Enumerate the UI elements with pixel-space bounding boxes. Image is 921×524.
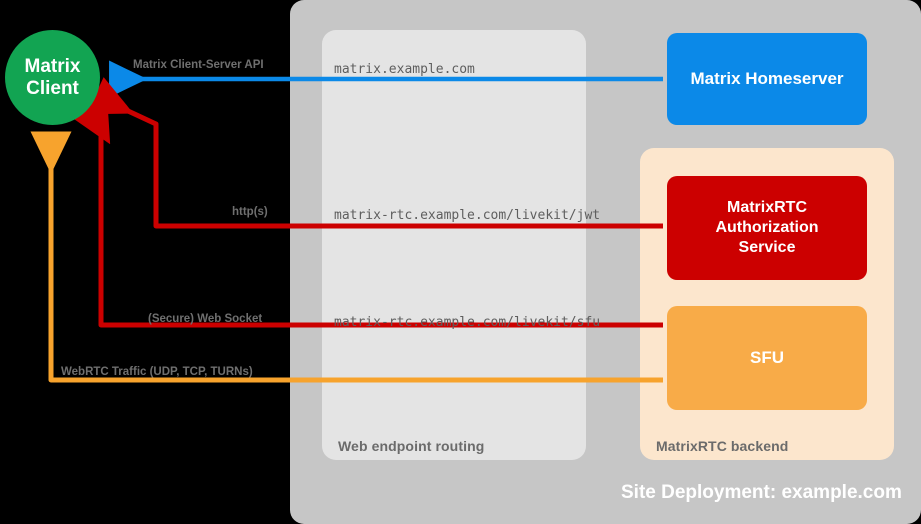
panel-label-matrixrtc-backend: MatrixRTC backend [656,438,789,454]
matrix-client-label-line2: Client [26,77,79,99]
auth-service-label-line1: MatrixRTC [726,199,807,216]
edge-label-matrix-client-server-api: Matrix Client-Server API [133,59,264,71]
edge-secure-web-socket [71,97,663,328]
node-matrix-homeserver[interactable]: Matrix Homeserver [667,33,867,125]
sfu-label: SFU [750,348,784,367]
node-matrix-client[interactable]: Matrix Client [5,30,100,125]
url-label-matrix-example-com: matrix.example.com [334,62,475,77]
edge-label-webrtc-traffic: WebRTC Traffic (UDP, TCP, TURNs) [61,366,253,378]
panel-label-web-endpoint-routing: Web endpoint routing [338,438,485,454]
node-matrixrtc-authorization-service[interactable]: MatrixRTC Authorization Service [667,176,867,280]
edge-label-https: http(s) [232,206,268,218]
auth-service-label-line2: Authorization [715,219,819,236]
url-label-livekit-jwt: matrix-rtc.example.com/livekit/jwt [334,208,601,223]
node-sfu[interactable]: SFU [667,306,867,410]
matrix-client-label-line1: Matrix [24,56,81,78]
panel-label-site-deployment: Site Deployment: example.com [621,482,902,503]
auth-service-label-line3: Service [738,239,796,256]
web-endpoint-routing-panel [322,30,586,460]
url-label-livekit-sfu: matrix-rtc.example.com/livekit/sfu [334,315,601,330]
matrix-homeserver-label: Matrix Homeserver [690,69,844,88]
edge-http-jwt [86,77,663,229]
edge-label-secure-web-socket: (Secure) Web Socket [148,313,263,325]
edge-webrtc-traffic [30,131,663,383]
